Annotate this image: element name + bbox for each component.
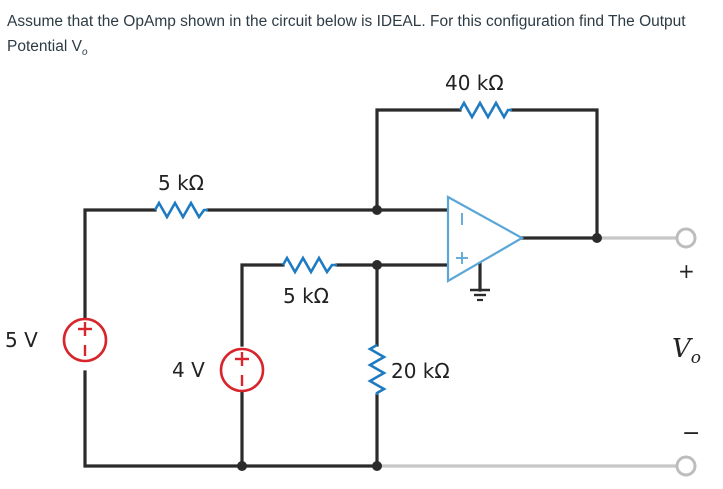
output-voltage-label: Vo <box>672 334 701 368</box>
label-40k: 40 kΩ <box>445 71 504 95</box>
circuit-wires <box>83 108 599 468</box>
output-voltage-sub: o <box>691 348 701 368</box>
node-dot <box>592 233 602 243</box>
ground-symbol <box>470 288 490 302</box>
output-terminal-plus[interactable] <box>675 227 697 249</box>
label-20k: 20 kΩ <box>391 359 450 383</box>
label-5v: 5 V <box>5 328 38 352</box>
question-subscript: o <box>81 47 88 59</box>
label-4v: 4 V <box>172 358 205 382</box>
resistor-20k <box>367 343 387 395</box>
resistor-5k-top <box>153 200 208 220</box>
voltage-source-4v <box>219 347 265 393</box>
opamp-triangle <box>446 195 525 283</box>
node-dot <box>372 260 382 270</box>
output-plus-sign: + <box>678 259 695 283</box>
question-text: Assume that the OpAmp shown in the circu… <box>7 9 717 65</box>
output-terminal-minus[interactable] <box>675 455 697 477</box>
question-body: Assume that the OpAmp shown in the circu… <box>7 13 686 55</box>
resistor-5k-middle <box>281 255 337 275</box>
opamp <box>446 195 525 283</box>
node-dot <box>372 205 382 215</box>
node-dot <box>237 461 247 471</box>
output-voltage-v: V <box>672 334 693 364</box>
label-5k-middle: 5 kΩ <box>283 284 329 308</box>
node-dot <box>372 461 382 471</box>
voltage-source-5v <box>62 317 108 363</box>
label-5k-top: 5 kΩ <box>158 171 204 195</box>
resistor-40k <box>458 100 512 120</box>
output-minus-sign: − <box>682 421 700 446</box>
